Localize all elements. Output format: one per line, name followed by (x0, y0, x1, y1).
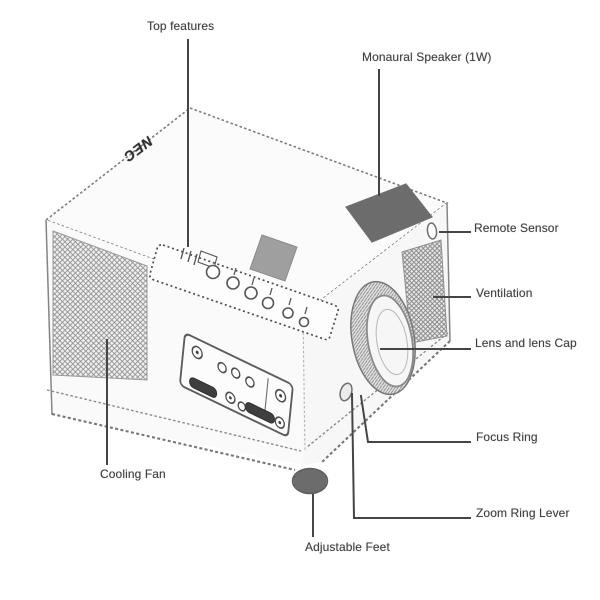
label-top-features: Top features (147, 19, 215, 33)
speaker-grille (345, 183, 433, 243)
vga-connectors (189, 377, 275, 424)
front-corner-edge (302, 313, 306, 453)
adjustable-foot (291, 467, 329, 495)
lens-rim (375, 308, 409, 376)
label-lens-and-lens-cap: Lens and lens Cap (475, 336, 577, 350)
label-cooling-fan: Cooling Fan (100, 467, 166, 481)
left-face-seam (46, 389, 302, 452)
right-bottom-edge (321, 340, 451, 463)
right-edge (446, 202, 451, 342)
left-bottom-edge (51, 412, 296, 472)
top-face (44, 107, 449, 315)
right-face-seam (306, 332, 449, 448)
label-zoom-ring-lever: Zoom Ring Lever (476, 506, 570, 520)
label-focus-ring: Focus Ring (476, 430, 538, 444)
label-monaural-speaker: Monaural Speaker (1W) (362, 50, 492, 64)
top-recess-panel (249, 234, 298, 282)
leader-zoom-ring-lever (350, 392, 471, 519)
leader-focus-ring (359, 394, 471, 443)
lens-assembly (339, 280, 416, 402)
connector-panel (179, 333, 294, 437)
label-ventilation: Ventilation (476, 286, 533, 300)
button-ticks (233, 267, 308, 315)
control-panel (148, 243, 340, 341)
leader-lines (106, 39, 471, 537)
cooling-fan-grille (52, 230, 148, 381)
label-remote-sensor: Remote Sensor (474, 221, 559, 235)
control-buttons (205, 264, 310, 328)
left-edge (45, 219, 53, 416)
remote-sensor-window (426, 222, 438, 240)
panel-dots (195, 350, 283, 425)
label-adjustable-feet: Adjustable Feet (305, 540, 390, 554)
